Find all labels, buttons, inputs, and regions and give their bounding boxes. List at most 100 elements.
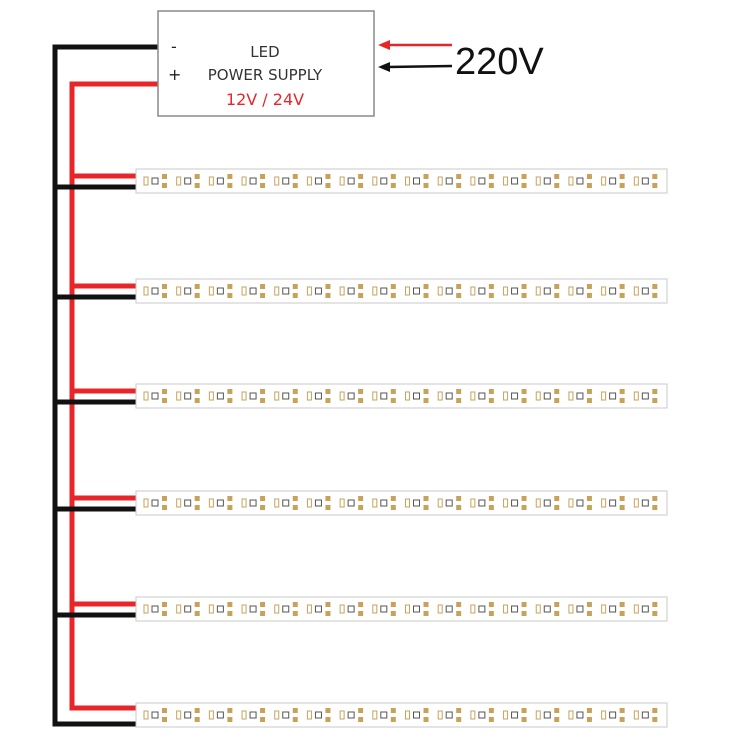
solder-pad [390,174,396,179]
solder-pad [521,183,527,188]
solder-pad [456,284,462,289]
solder-pad [619,398,625,403]
resistor [511,177,519,185]
resistor [413,287,420,295]
resistor [609,392,617,400]
solder-pad [423,174,429,179]
resistor [282,499,290,507]
solder-pad [488,496,494,501]
solder-pad [586,505,592,510]
resistor [314,711,322,719]
resistor [151,392,159,400]
solder-pad [488,717,494,722]
led-chip [339,498,345,508]
solder-pad [652,496,658,501]
led-chip [568,710,574,720]
resistor [543,177,551,185]
solder-pad [521,174,527,179]
solder-pad [227,398,233,403]
solder-pad [456,496,462,501]
solder-pad [652,505,658,510]
solder-pad [521,398,527,403]
solder-pad [423,183,429,188]
led-chip [503,710,509,720]
solder-pad [390,611,396,616]
resistor [478,499,486,507]
led-chip [535,286,541,296]
resistor [347,605,355,613]
led-chip [503,176,509,186]
solder-pad [162,505,167,510]
resistor [413,499,420,507]
led-chip [405,286,410,296]
led-strip [135,168,668,194]
plus-terminal-label: + [168,65,181,84]
solder-pad [390,284,396,289]
solder-pad [554,174,560,179]
resistor [347,287,355,295]
solder-pad [358,183,364,188]
resistor [641,605,649,613]
solder-pad [260,293,266,298]
solder-pad [456,505,462,510]
led-chip [568,498,574,508]
resistor [249,499,257,507]
solder-pad [652,389,658,394]
solder-pad [456,717,462,722]
resistor [380,177,388,185]
led-chip [241,176,247,186]
led-strips [135,168,668,728]
solder-pad [652,293,658,298]
solder-pad [227,293,233,298]
resistor [576,499,584,507]
led-chip [568,176,574,186]
resistor [478,605,486,613]
led-chip [437,391,443,401]
led-chip [306,176,312,186]
led-chip [405,391,410,401]
led-chip [372,391,378,401]
solder-pad [325,708,331,713]
solder-pad [194,496,200,501]
led-chip [339,391,345,401]
solder-pad [619,284,625,289]
resistor [543,287,551,295]
solder-pad [260,496,266,501]
solder-pad [586,398,592,403]
led-chip [306,604,312,614]
led-chip [208,604,214,614]
resistor [445,605,453,613]
solder-pad [162,293,167,298]
solder-pad [456,398,462,403]
led-chip [339,176,345,186]
solder-pad [521,293,527,298]
resistor [641,177,649,185]
solder-pad [325,174,331,179]
solder-pad [227,602,233,607]
led-strip [135,278,668,304]
solder-pad [586,708,592,713]
resistor [576,177,584,185]
solder-pad [194,293,200,298]
solder-pad [260,505,266,510]
resistor [543,499,551,507]
solder-pad [194,505,200,510]
led-strip [135,383,668,409]
solder-pad [325,505,331,510]
solder-pad [227,717,233,722]
solder-pad [390,602,396,607]
resistor [347,177,355,185]
solder-pad [423,602,429,607]
led-chip [306,498,312,508]
solder-pad [358,284,364,289]
solder-pad [390,293,396,298]
solder-pad [521,389,527,394]
resistor [216,287,224,295]
led-chip [208,391,214,401]
led-chip [601,176,607,186]
solder-pad [260,602,266,607]
resistor [641,287,649,295]
resistor [216,605,224,613]
psu-voltage-label: 12V / 24V [226,90,304,109]
led-chip [535,176,541,186]
